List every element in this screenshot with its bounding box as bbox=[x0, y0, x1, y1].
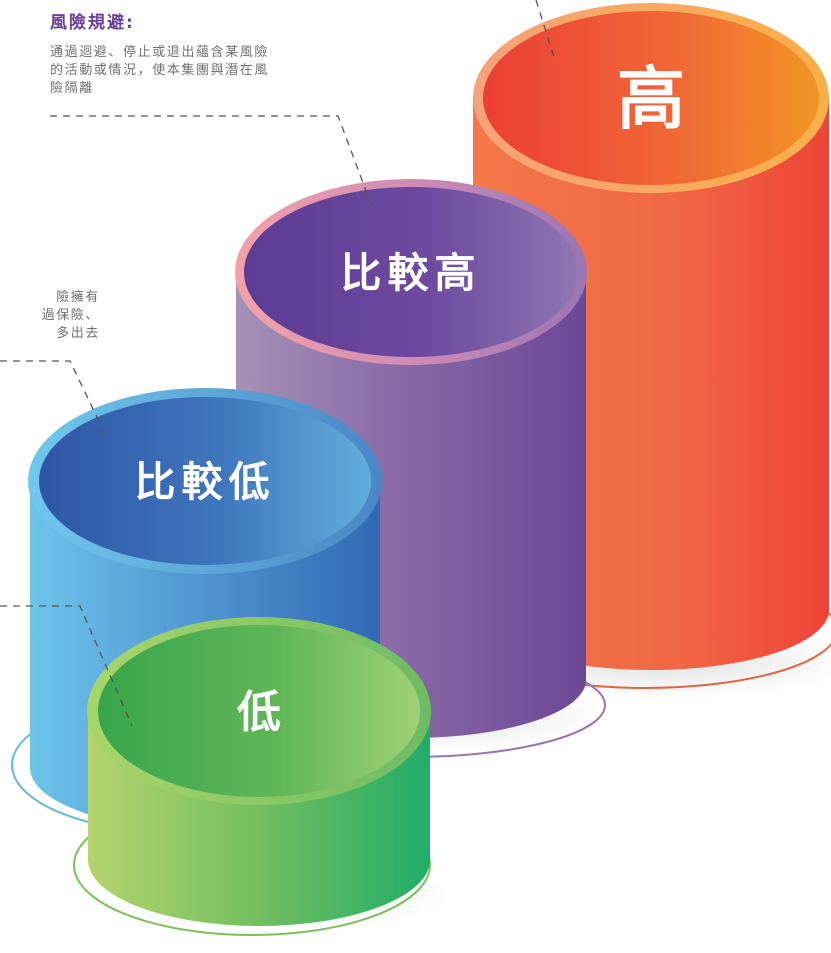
risk-avoidance-description: 通過迴避、停止或退出蘊含某風險 的活動或情況，使本集團與潛在風 險隔離 bbox=[50, 45, 270, 96]
cylinder-high-top bbox=[483, 11, 819, 185]
risk-transfer-description: 險擁有 過保險、 多出去 bbox=[41, 290, 100, 341]
level-label-higher: 比較高 bbox=[341, 249, 482, 297]
cylinder-low: 低 bbox=[73, 617, 450, 936]
level-label-low: 低 bbox=[237, 687, 281, 738]
level-label-lower: 比較低 bbox=[135, 458, 276, 506]
level-label-high: 高 bbox=[617, 61, 685, 140]
cylinder-higher-top bbox=[244, 187, 578, 357]
leader-line-high bbox=[535, 0, 556, 61]
leader-line-low bbox=[0, 605, 133, 727]
risk-avoidance-title: 風險規避: bbox=[50, 13, 135, 33]
leader-line-lower bbox=[0, 360, 108, 439]
risk-transfer-callout: 險擁有 過保險、 多出去 bbox=[0, 289, 100, 343]
cylinder-lower-top bbox=[39, 397, 371, 565]
cylinder-low-top bbox=[98, 625, 420, 797]
leader-line-higher bbox=[50, 115, 375, 213]
risk-avoidance-callout: 風險規避: 通過迴避、停止或退出蘊含某風險 的活動或情況，使本集團與潛在風 險隔… bbox=[50, 8, 350, 98]
leader-lines bbox=[0, 0, 556, 727]
